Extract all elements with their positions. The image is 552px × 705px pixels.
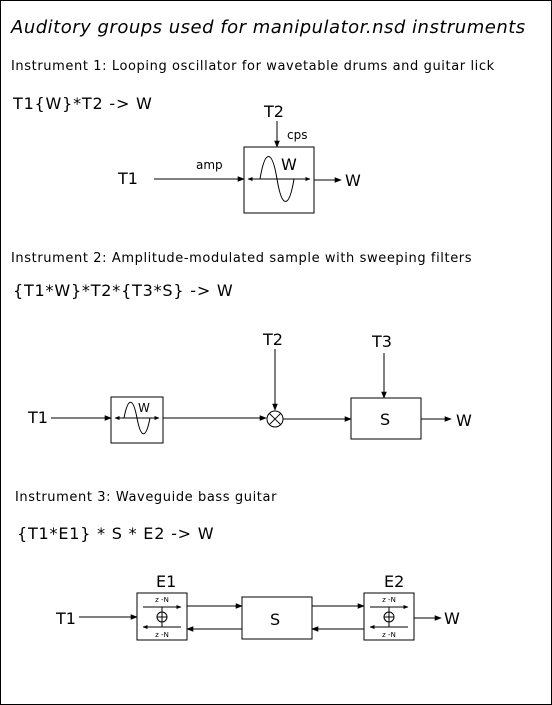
- page-title: Auditory groups used for manipulator.nsd…: [11, 17, 526, 38]
- instrument1-heading: Instrument 1: Looping oscillator for wav…: [11, 59, 495, 74]
- multiplier-icon: [266, 410, 284, 428]
- instrument1-diagram: T2 cps T1 amp W W: [117, 102, 361, 214]
- sine-wave-icon: [259, 156, 295, 202]
- instrument3-e2-bottom-delay-label: z -N: [382, 631, 396, 639]
- summing-junction-icon: [156, 611, 168, 623]
- instrument2-oscillator-label: W: [138, 401, 150, 415]
- instrument3-expression: {T1*E1} * S * E2 -> W: [17, 524, 215, 543]
- instrument2-expression: {T1*W}*T2*{T3*S} -> W: [13, 281, 234, 300]
- instrument1-cps-label: cps: [287, 128, 307, 142]
- instrument2-diagram: T2 T3 T1 W S W: [27, 330, 472, 444]
- instrument1-oscillator-box: [243, 146, 315, 214]
- instrument2-t1-label: T1: [27, 408, 48, 427]
- sine-wave-icon: [123, 401, 151, 435]
- instrument3-s-box: [241, 596, 313, 640]
- instrument2-t2-label: T2: [262, 330, 283, 349]
- instrument3-e1-bottom-delay-label: z -N: [155, 631, 169, 639]
- instrument3-e2-label: E2: [384, 572, 404, 591]
- instrument3-e2-top-delay-label: z -N: [382, 596, 396, 604]
- instrument1-amp-label: amp: [196, 158, 223, 172]
- instrument3-e1-label: E1: [156, 572, 176, 591]
- instrument3-e2-box: [363, 592, 415, 641]
- instrument2-t3-label: T3: [371, 332, 392, 351]
- instrument3-s-label: S: [270, 610, 280, 629]
- instrument3-t1-label: T1: [55, 609, 76, 628]
- instrument2-oscillator-box: [110, 396, 164, 444]
- instrument1-t1-label: T1: [117, 169, 138, 188]
- instrument1-expression: T1{W}*T2 -> W: [13, 94, 153, 113]
- instrument1-output-label: W: [345, 171, 361, 190]
- instrument1-t2-label: T2: [263, 102, 284, 121]
- instrument3-e1-box: [136, 592, 188, 641]
- instrument2-heading: Instrument 2: Amplitude-modulated sample…: [11, 251, 473, 266]
- instrument3-diagram: E1 E2 T1 z -N z -N S: [55, 572, 460, 641]
- summing-junction-icon: [383, 611, 395, 623]
- instrument3-heading: Instrument 3: Waveguide bass guitar: [15, 490, 278, 505]
- instrument2-output-label: W: [456, 411, 472, 430]
- instrument2-filter-label: S: [380, 410, 390, 429]
- instrument3-e1-top-delay-label: z -N: [155, 596, 169, 604]
- instrument1-oscillator-label: W: [281, 155, 297, 174]
- instrument3-output-label: W: [444, 609, 460, 628]
